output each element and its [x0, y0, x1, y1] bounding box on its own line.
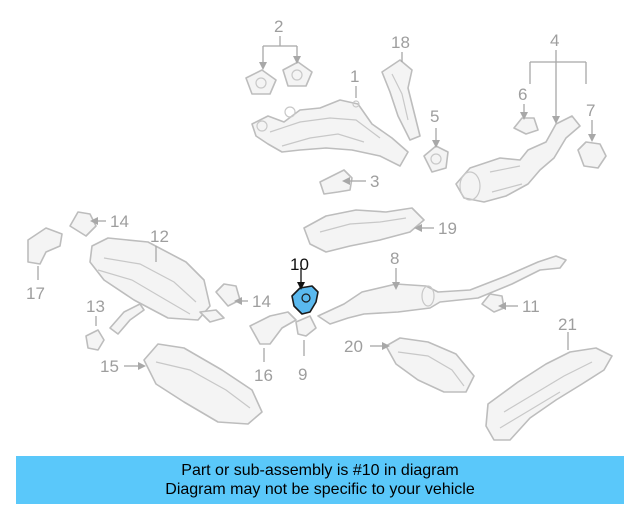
callout-6: 6	[518, 85, 527, 104]
part-13-connector[interactable]	[85, 303, 145, 351]
part-14-hanger-right[interactable]	[215, 283, 248, 307]
callout-13: 13	[86, 297, 105, 316]
part-20-heat-shield[interactable]	[370, 337, 475, 393]
part-5-gasket[interactable]	[423, 128, 449, 173]
callout-16: 16	[254, 366, 273, 385]
callout-20: 20	[344, 337, 363, 356]
part-4-catalytic-converter[interactable]	[455, 50, 587, 203]
part-6-hanger[interactable]	[513, 104, 539, 135]
part-21-underbody-shield[interactable]	[485, 332, 613, 441]
banner-line-2: Diagram may not be specific to your vehi…	[165, 481, 475, 498]
callout-17: 17	[26, 284, 45, 303]
callout-9: 9	[298, 365, 307, 384]
callout-12: 12	[150, 227, 169, 246]
part-19-heat-shield[interactable]	[303, 207, 434, 253]
part-9-connector[interactable]	[295, 315, 317, 356]
part-10-highlighted[interactable]	[291, 268, 319, 315]
part-11-hanger[interactable]	[481, 293, 518, 313]
info-banner: Part or sub-assembly is #10 in diagram D…	[16, 456, 624, 504]
part-14-hanger-left[interactable]	[69, 211, 106, 237]
part-1-exhaust-manifold[interactable]	[251, 86, 409, 167]
part-8-center-pipe[interactable]	[317, 255, 567, 325]
part-15-heat-shield[interactable]	[124, 343, 263, 425]
callout-10: 10	[290, 255, 309, 274]
callout-21: 21	[558, 315, 577, 334]
exhaust-parts-diagram: 2 1 18 5 3	[26, 17, 613, 441]
callout-4: 4	[550, 31, 559, 50]
callout-2: 2	[274, 17, 283, 36]
callout-1: 1	[350, 67, 359, 86]
callout-7: 7	[586, 101, 595, 120]
callout-8: 8	[390, 249, 399, 268]
callout-14-top: 14	[110, 212, 129, 231]
banner-line-1: Part or sub-assembly is #10 in diagram	[181, 462, 459, 479]
part-18-heat-shield[interactable]	[381, 52, 421, 141]
callout-3: 3	[370, 172, 379, 191]
callout-18: 18	[391, 33, 410, 52]
callout-19: 19	[438, 219, 457, 238]
part-16-pipe[interactable]	[249, 311, 297, 362]
callout-5: 5	[430, 107, 439, 126]
callout-14-mid: 14	[252, 292, 271, 311]
callout-15: 15	[100, 357, 119, 376]
callout-11: 11	[522, 297, 540, 316]
part-17-pipe[interactable]	[27, 227, 63, 280]
part-3-bracket[interactable]	[319, 169, 366, 195]
part-7-mount[interactable]	[577, 120, 607, 169]
part-2-gaskets[interactable]	[245, 36, 313, 95]
part-12-muffler[interactable]	[89, 237, 225, 323]
